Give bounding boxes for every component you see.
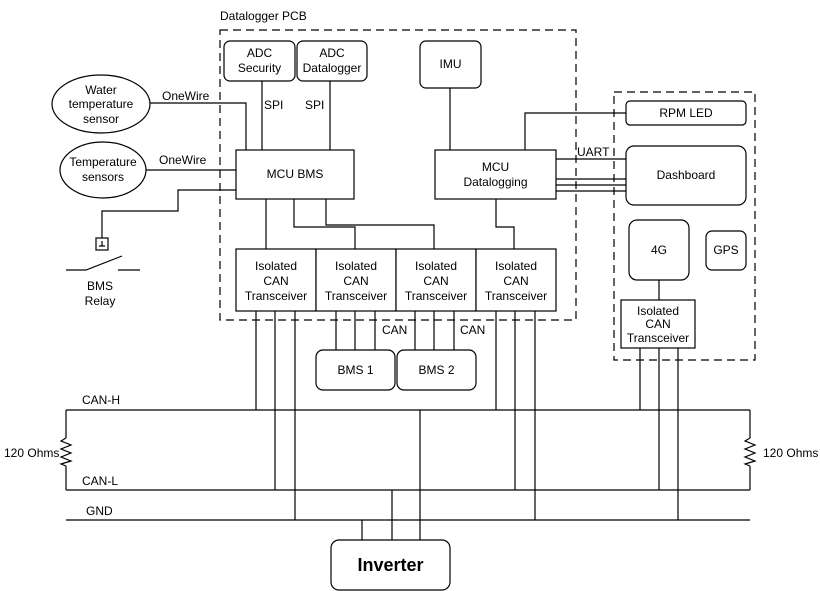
svg-text:4G: 4G xyxy=(651,243,667,257)
temperature-sensors: Temperature sensors xyxy=(59,141,147,199)
onewire-label-1: OneWire xyxy=(162,89,210,103)
spi-label-2: SPI xyxy=(305,98,324,112)
svg-text:MCU: MCU xyxy=(482,160,509,174)
can-label-2: CAN xyxy=(460,323,485,337)
svg-text:sensors: sensors xyxy=(82,170,124,184)
spi-label-1: SPI xyxy=(264,98,283,112)
svg-text:Isolated: Isolated xyxy=(495,259,537,273)
svg-text:Transceiver: Transceiver xyxy=(627,331,689,345)
svg-text:Datalogger: Datalogger xyxy=(303,61,362,75)
svg-text:Isolated: Isolated xyxy=(637,304,679,318)
dashboard-unit-boundary xyxy=(613,91,756,361)
onewire-label-2: OneWire xyxy=(159,153,207,167)
rpm-led-block: RPM LED xyxy=(625,100,747,126)
svg-text:Security: Security xyxy=(238,61,281,75)
adc-security-block: ADC Security xyxy=(223,40,296,82)
mcu-datalogging-block: MCU Datalogging xyxy=(434,149,557,200)
datalogger-pcb-boundary xyxy=(219,29,577,321)
resistor-left-label: 120 Ohms xyxy=(4,446,59,460)
4g-block: 4G xyxy=(628,219,690,281)
svg-text:Water: Water xyxy=(85,83,117,97)
svg-text:BMS 2: BMS 2 xyxy=(418,363,454,377)
bms-relay-symbol xyxy=(66,237,140,271)
svg-text:Transceiver: Transceiver xyxy=(325,289,387,303)
imu-block: IMU xyxy=(419,40,482,89)
svg-text:Dashboard: Dashboard xyxy=(657,168,716,182)
resistor-right-label: 120 Ohms xyxy=(763,446,818,460)
bms-relay-label: BMS Relay xyxy=(85,279,116,308)
can-h-label: CAN-H xyxy=(82,393,120,407)
mcu-bms-block: MCU BMS xyxy=(235,149,355,200)
can-l-label: CAN-L xyxy=(82,474,118,488)
svg-text:CAN: CAN xyxy=(503,274,528,288)
wires xyxy=(59,81,757,540)
datalogger-pcb-label: Datalogger PCB xyxy=(220,9,307,23)
uart-label: UART xyxy=(577,145,610,159)
svg-text:Isolated: Isolated xyxy=(255,259,297,273)
svg-text:GPS: GPS xyxy=(713,243,738,257)
bms-1-block: BMS 1 xyxy=(315,349,396,391)
adc-datalogger-block: ADC Datalogger xyxy=(296,40,368,82)
svg-text:IMU: IMU xyxy=(440,57,462,71)
svg-text:CAN: CAN xyxy=(343,274,368,288)
can-transceiver-2: Isolated CAN Transceiver xyxy=(315,248,397,312)
svg-text:Isolated: Isolated xyxy=(335,259,377,273)
svg-text:Transceiver: Transceiver xyxy=(405,289,467,303)
svg-text:Transceiver: Transceiver xyxy=(245,289,307,303)
can-transceiver-3: Isolated CAN Transceiver xyxy=(395,248,477,312)
svg-text:Datalogging: Datalogging xyxy=(463,175,527,189)
svg-text:Temperature: Temperature xyxy=(69,155,137,169)
svg-text:CAN: CAN xyxy=(423,274,448,288)
svg-text:BMS: BMS xyxy=(87,279,113,293)
can-transceiver-1: Isolated CAN Transceiver xyxy=(235,248,317,312)
can-transceiver-4: Isolated CAN Transceiver xyxy=(475,248,557,312)
svg-text:CAN: CAN xyxy=(645,317,670,331)
svg-text:Relay: Relay xyxy=(85,294,116,308)
svg-text:MCU BMS: MCU BMS xyxy=(267,167,324,181)
svg-text:temperature: temperature xyxy=(69,97,134,111)
dashboard-block: Dashboard xyxy=(625,145,747,206)
svg-text:Inverter: Inverter xyxy=(357,555,423,575)
water-temperature-sensor: Water temperature sensor xyxy=(51,74,151,134)
gps-block: GPS xyxy=(705,230,747,271)
svg-text:sensor: sensor xyxy=(83,112,119,126)
can-label-1: CAN xyxy=(382,323,407,337)
bms-2-block: BMS 2 xyxy=(396,349,477,391)
svg-text:BMS 1: BMS 1 xyxy=(337,363,373,377)
svg-text:CAN: CAN xyxy=(263,274,288,288)
svg-text:RPM LED: RPM LED xyxy=(659,106,713,120)
can-transceiver-dashboard: Isolated CAN Transceiver xyxy=(620,299,696,349)
inverter-block: Inverter xyxy=(330,539,451,591)
svg-text:Transceiver: Transceiver xyxy=(485,289,547,303)
svg-text:ADC: ADC xyxy=(319,46,345,60)
svg-text:ADC: ADC xyxy=(247,46,273,60)
gnd-label: GND xyxy=(86,504,113,518)
svg-text:Isolated: Isolated xyxy=(415,259,457,273)
